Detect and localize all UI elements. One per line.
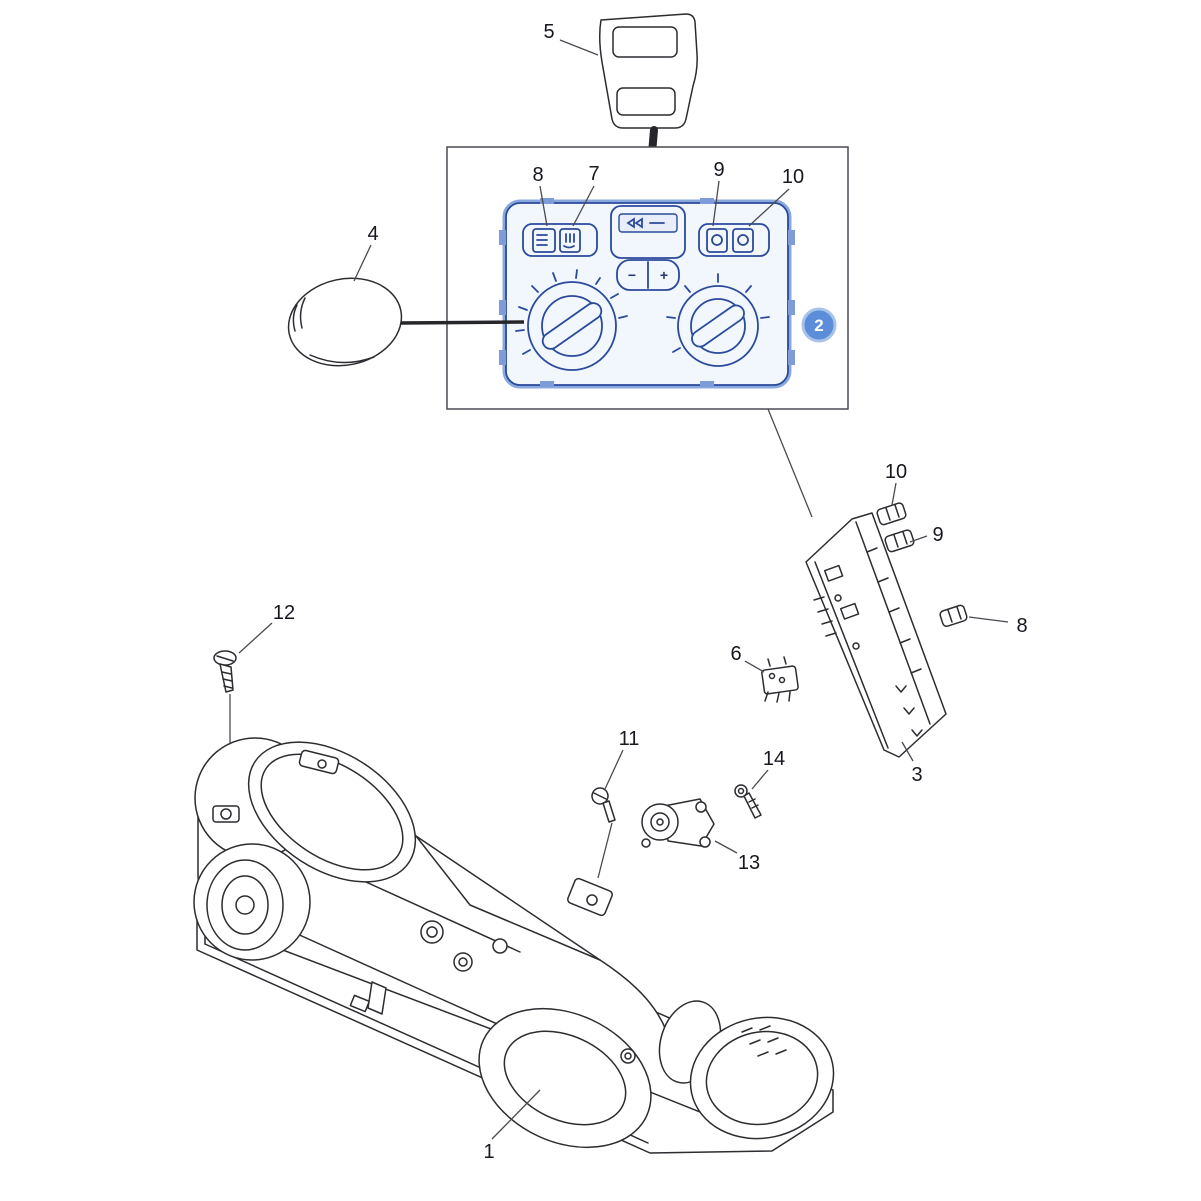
part-label-9-board: 9	[932, 524, 943, 546]
panel-tab	[540, 381, 554, 387]
part-label-6: 6	[730, 643, 741, 665]
part-label-8-panel: 8	[532, 164, 543, 186]
part-5-bracket	[598, 13, 698, 129]
ac-button	[732, 228, 754, 253]
temp-knob-grip	[691, 304, 745, 348]
part-label-10-board: 10	[885, 461, 907, 483]
minus-button-label: −	[628, 267, 636, 283]
panel-tab	[499, 230, 506, 245]
fan-knob-ticks	[515, 269, 628, 355]
left-mount-bracket	[212, 805, 240, 823]
panel-fan-knob	[515, 269, 628, 371]
panel-left-buttons	[522, 223, 598, 257]
vent-slots	[741, 1025, 787, 1057]
blower-intake-oval	[247, 741, 417, 883]
part-6-connector	[761, 656, 799, 703]
part-label-7: 7	[588, 163, 599, 185]
panel-tab	[499, 300, 506, 315]
board-chevrons	[895, 685, 923, 737]
part-label-8-board: 8	[1016, 615, 1027, 637]
panel-tab	[700, 381, 714, 387]
part-3-circuit-board	[805, 512, 947, 758]
part-label-9-panel: 9	[713, 159, 724, 181]
leader-lines	[238, 39, 1009, 1140]
board-pins	[866, 547, 922, 674]
part-4-knob	[287, 277, 403, 367]
temp-knob-ticks	[666, 273, 770, 353]
part-14-screw	[734, 784, 762, 819]
panel-temp-knob	[666, 273, 770, 367]
lever-tab	[367, 981, 387, 1015]
callout-pointer-line	[767, 408, 813, 518]
part-label-10-panel: 10	[782, 166, 804, 188]
clip-8	[939, 604, 968, 628]
part-11-screw	[591, 787, 616, 879]
part-label-12: 12	[273, 602, 295, 624]
knob-pointer-line	[400, 320, 525, 325]
plus-button-label: +	[660, 267, 668, 283]
part-label-11: 11	[619, 728, 640, 750]
clip-9	[884, 529, 915, 553]
part-label-4: 4	[367, 223, 378, 245]
fan-knob-grip	[541, 302, 603, 350]
panel-tab	[788, 300, 795, 315]
panel-tab	[788, 350, 795, 365]
panel-display-module: − +	[610, 205, 686, 291]
part-labels: 5 8 7 9 10 4 10 9 8 6 3 12 11 14 13 1	[273, 21, 1028, 1163]
part-1-heater-housing	[193, 737, 835, 1154]
part-label-14: 14	[763, 748, 785, 770]
clip-10	[876, 502, 907, 526]
panel-tab	[499, 350, 506, 365]
part-label-1: 1	[483, 1141, 494, 1163]
part-label-13: 13	[738, 852, 760, 874]
seat-heat-button	[559, 228, 581, 253]
part-13-actuator	[641, 798, 715, 848]
callout-badge-2: 2	[801, 307, 837, 343]
top-mount-bracket	[567, 877, 613, 917]
board-edge-connector	[813, 596, 837, 637]
panel-tab	[540, 198, 554, 204]
part-label-3: 3	[911, 764, 922, 786]
part-label-2: 2	[814, 316, 823, 335]
panel-tab	[788, 230, 795, 245]
part-label-5: 5	[543, 21, 554, 43]
recirc-button	[706, 228, 728, 253]
display-glyphs	[626, 217, 643, 229]
control-panel: − +	[499, 198, 795, 389]
panel-tab	[700, 198, 714, 204]
defrost-button	[532, 228, 556, 253]
panel-right-buttons	[698, 223, 770, 257]
